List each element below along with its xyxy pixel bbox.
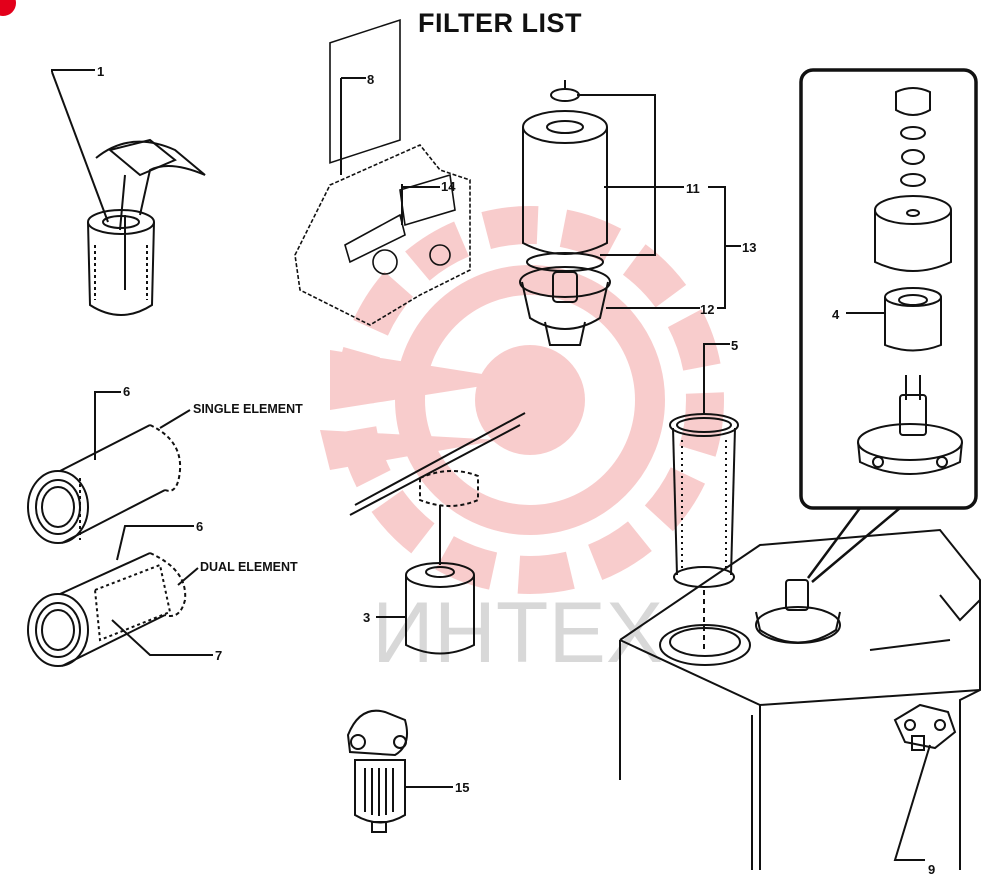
callout-15: 15 [405, 780, 469, 795]
watermark-text: ИНТЕХ [372, 585, 663, 681]
label-single-element: SINGLE ELEMENT [159, 402, 303, 429]
svg-text:15: 15 [455, 780, 469, 795]
inset-frame [799, 68, 978, 583]
callout-14: 14 [401, 179, 456, 225]
svg-text:12: 12 [700, 302, 714, 317]
svg-text:6: 6 [123, 384, 130, 399]
svg-text:14: 14 [441, 179, 456, 194]
callout-13: 13 [708, 186, 756, 309]
svg-text:SINGLE ELEMENT: SINGLE ELEMENT [193, 402, 303, 416]
callout-9: 9 [893, 744, 935, 877]
machine-radiator-8-14 [294, 18, 471, 326]
air-filter-dual-element [27, 552, 187, 667]
svg-text:4: 4 [832, 307, 840, 322]
filter-1-spin-on [87, 138, 206, 316]
callout-11: 11 [577, 94, 700, 256]
svg-text:9: 9 [928, 862, 935, 877]
page-title: FILTER LIST [418, 8, 582, 38]
callout-6-dual: 6 [116, 519, 203, 561]
label-dual-element: DUAL ELEMENT [177, 560, 298, 586]
callout-1: 1 [51, 64, 109, 223]
svg-text:6: 6 [196, 519, 203, 534]
breather-filter-4-inset [857, 87, 963, 475]
callout-8: 8 [340, 72, 374, 175]
watermark-gear-logo [320, 206, 724, 594]
svg-text:8: 8 [367, 72, 374, 87]
callout-3: 3 [363, 610, 406, 625]
svg-text:3: 3 [363, 610, 370, 625]
callout-12: 12 [606, 302, 714, 317]
svg-text:DUAL ELEMENT: DUAL ELEMENT [200, 560, 298, 574]
air-filter-single-element [27, 424, 182, 544]
hydraulic-tank [619, 528, 981, 870]
callout-6-single: 6 [94, 384, 130, 460]
svg-text:1: 1 [97, 64, 104, 79]
svg-text:5: 5 [731, 338, 738, 353]
pilot-filter-9 [893, 703, 957, 751]
strainer-5 [669, 413, 739, 650]
water-separator-15 [346, 709, 408, 833]
callout-5: 5 [703, 338, 738, 414]
svg-text:7: 7 [215, 648, 222, 663]
callout-4: 4 [832, 307, 885, 322]
svg-text:13: 13 [742, 240, 756, 255]
svg-text:11: 11 [686, 181, 700, 196]
oil-filter-3 [349, 412, 526, 655]
brand-corner-mark [0, 0, 16, 16]
callout-7: 7 [111, 619, 222, 663]
